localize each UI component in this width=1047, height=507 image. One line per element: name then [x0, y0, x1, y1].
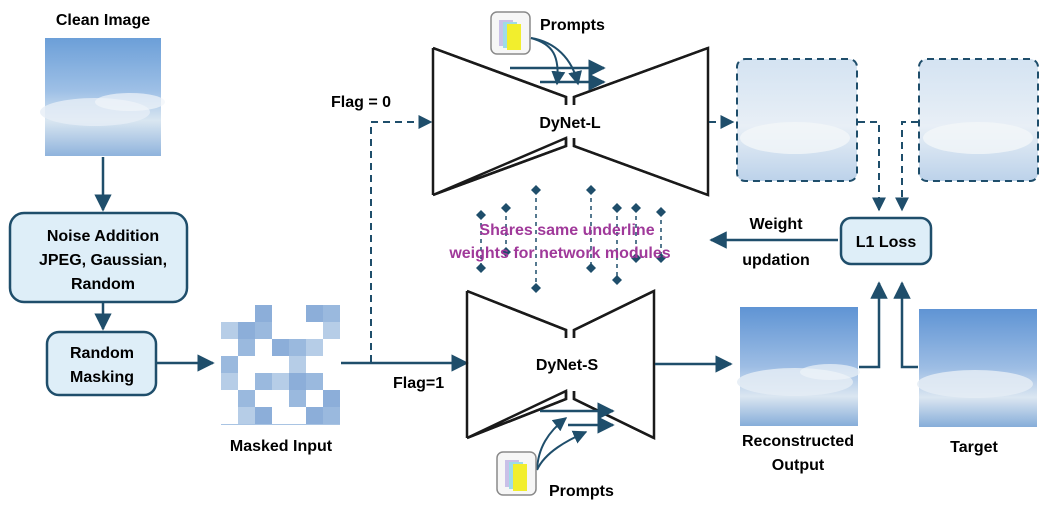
- mask-block: [255, 339, 272, 356]
- noisy-block: [289, 373, 306, 390]
- mask-block: [272, 356, 289, 373]
- random-masking-box: Random Masking: [45, 330, 158, 397]
- mask-block: [221, 390, 238, 407]
- target-label: Target: [950, 439, 998, 456]
- clean-image-label: Clean Image: [56, 12, 150, 29]
- mask-block: [255, 356, 272, 373]
- diamond-icon: [531, 283, 541, 293]
- target-image: [917, 309, 1037, 427]
- noisy-block: [272, 339, 289, 356]
- mask-block: [221, 407, 238, 424]
- diamond-icon: [476, 210, 486, 220]
- mask-block: [221, 305, 238, 322]
- diamond-icon: [656, 207, 666, 217]
- shared-weight-links: [476, 185, 666, 293]
- shares-line1: Shares same underline: [479, 222, 654, 239]
- mask-block: [289, 407, 306, 424]
- dynet-l-block: DyNet-L: [431, 46, 710, 197]
- mask-block: [323, 356, 340, 373]
- mask-block: [306, 356, 323, 373]
- clean-image-thumbnail: [40, 38, 165, 156]
- l1-loss-box: L1 Loss: [839, 216, 933, 266]
- reconstructed-line1: Reconstructed: [742, 433, 854, 450]
- updation-label: updation: [742, 252, 810, 269]
- mask-block: [221, 339, 238, 356]
- l1-loss-label: L1 Loss: [856, 234, 917, 251]
- noisy-block: [323, 407, 340, 424]
- noise-addition-line3: Random: [71, 276, 135, 293]
- diamond-icon: [656, 253, 666, 263]
- prompts-bottom-label: Prompts: [549, 483, 614, 500]
- noisy-block: [221, 373, 238, 390]
- noisy-block: [255, 305, 272, 322]
- noisy-block: [221, 322, 238, 339]
- noise-addition-line1: Noise Addition: [47, 228, 159, 245]
- noisy-block: [323, 322, 340, 339]
- noisy-block: [323, 305, 340, 322]
- diamond-icon: [501, 203, 511, 213]
- flag1-label: Flag=1: [393, 375, 444, 392]
- noisy-block: [238, 390, 255, 407]
- dynet-l-output-image: [736, 58, 858, 182]
- masked-input-label: Masked Input: [230, 438, 333, 455]
- target-top-image: [918, 58, 1039, 182]
- noisy-block: [289, 339, 306, 356]
- noisy-block: [306, 373, 323, 390]
- dynet-l-label: DyNet-L: [539, 115, 601, 132]
- mask-block: [272, 390, 289, 407]
- noisy-block: [272, 373, 289, 390]
- noisy-block: [323, 390, 340, 407]
- diamond-icon: [586, 263, 596, 273]
- prompts-top-label: Prompts: [540, 17, 605, 34]
- weight-label: Weight: [749, 216, 803, 233]
- mask-block: [306, 390, 323, 407]
- reconstructed-line2: Output: [772, 457, 825, 474]
- mask-block: [238, 305, 255, 322]
- prompts-top-icon: [490, 11, 531, 55]
- mask-block: [289, 322, 306, 339]
- mask-block: [272, 322, 289, 339]
- noisy-block: [238, 322, 255, 339]
- noisy-block: [221, 356, 238, 373]
- diamond-icon: [631, 253, 641, 263]
- prompts-bottom-icon: [496, 451, 537, 496]
- noisy-block: [306, 407, 323, 424]
- noisy-block: [289, 390, 306, 407]
- noisy-block: [255, 407, 272, 424]
- diamond-icon: [501, 247, 511, 257]
- noise-addition-box: Noise Addition JPEG, Gaussian, Random: [8, 211, 189, 304]
- diamond-icon: [531, 185, 541, 195]
- random-masking-line1: Random: [70, 345, 134, 362]
- noisy-block: [238, 407, 255, 424]
- noisy-block: [306, 305, 323, 322]
- noise-addition-line2: JPEG, Gaussian,: [39, 252, 167, 269]
- masked-input-image: [221, 305, 340, 425]
- noisy-block: [255, 322, 272, 339]
- diamond-icon: [631, 203, 641, 213]
- mask-block: [238, 356, 255, 373]
- noisy-block: [306, 339, 323, 356]
- mask-block: [289, 305, 306, 322]
- noisy-block: [238, 339, 255, 356]
- noisy-block: [289, 356, 306, 373]
- dynet-s-block: DyNet-S: [465, 289, 656, 440]
- flag0-label: Flag = 0: [331, 94, 391, 111]
- diamond-icon: [586, 185, 596, 195]
- noisy-block: [255, 373, 272, 390]
- mask-block: [323, 373, 340, 390]
- diamond-icon: [476, 263, 486, 273]
- reconstructed-output-image: [737, 307, 860, 426]
- mask-block: [238, 373, 255, 390]
- mask-block: [323, 339, 340, 356]
- dynet-s-label: DyNet-S: [536, 357, 599, 374]
- diamond-icon: [612, 275, 622, 285]
- mask-block: [306, 322, 323, 339]
- random-masking-line2: Masking: [70, 369, 134, 386]
- mask-block: [272, 305, 289, 322]
- shares-line2: weights for network modules: [448, 245, 670, 262]
- mask-block: [272, 407, 289, 424]
- diamond-icon: [612, 203, 622, 213]
- mask-block: [255, 390, 272, 407]
